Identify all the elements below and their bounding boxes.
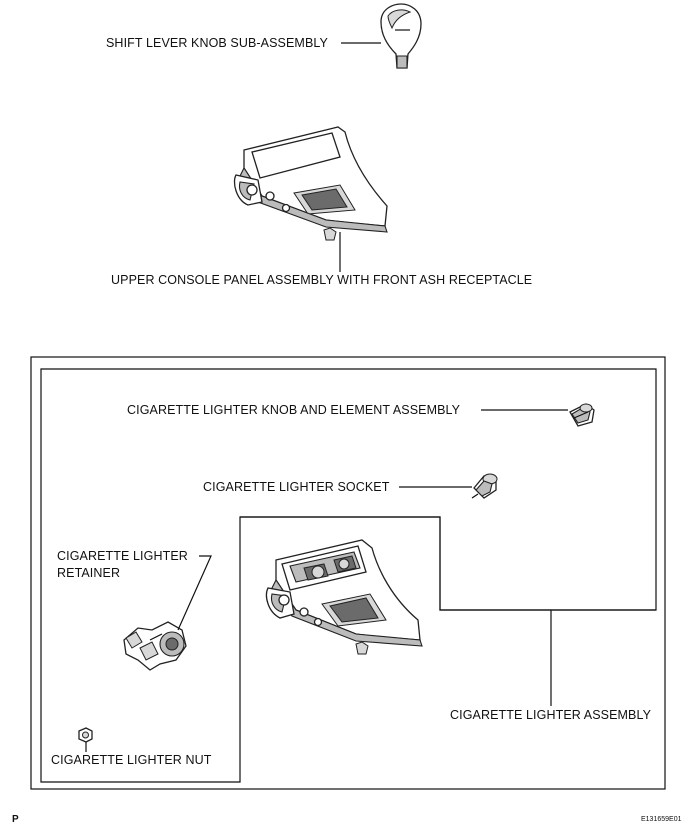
lighter-retainer-illustration bbox=[123, 621, 187, 671]
lighter-retainer-label-line2: RETAINER bbox=[57, 566, 121, 580]
lighter-nut-illustration bbox=[78, 727, 93, 743]
shift-knob-label: SHIFT LEVER KNOB SUB-ASSEMBLY bbox=[106, 36, 328, 50]
page-mark: P bbox=[12, 814, 19, 825]
lighter-retainer-label-line1: CIGARETTE LIGHTER bbox=[57, 549, 188, 563]
lighter-socket-label: CIGARETTE LIGHTER SOCKET bbox=[203, 480, 390, 494]
shift-knob-illustration bbox=[380, 3, 422, 69]
lighter-nut-label: CIGARETTE LIGHTER NUT bbox=[51, 753, 212, 767]
outer-frame bbox=[30, 356, 666, 790]
lighter-assembly-illustration bbox=[265, 539, 423, 655]
lighter-retainer-leader bbox=[177, 555, 212, 631]
figure-code: E131659E01 bbox=[641, 816, 682, 823]
upper-console-label: UPPER CONSOLE PANEL ASSEMBLY WITH FRONT … bbox=[111, 273, 533, 287]
lighter-knob-illustration bbox=[569, 403, 595, 427]
lighter-knob-label: CIGARETTE LIGHTER KNOB AND ELEMENT ASSEM… bbox=[127, 403, 461, 417]
assembly-subframe bbox=[240, 516, 656, 611]
lighter-assembly-label: CIGARETTE LIGHTER ASSEMBLY bbox=[450, 708, 652, 722]
upper-console-illustration bbox=[233, 126, 388, 241]
lighter-socket-illustration bbox=[471, 473, 498, 499]
